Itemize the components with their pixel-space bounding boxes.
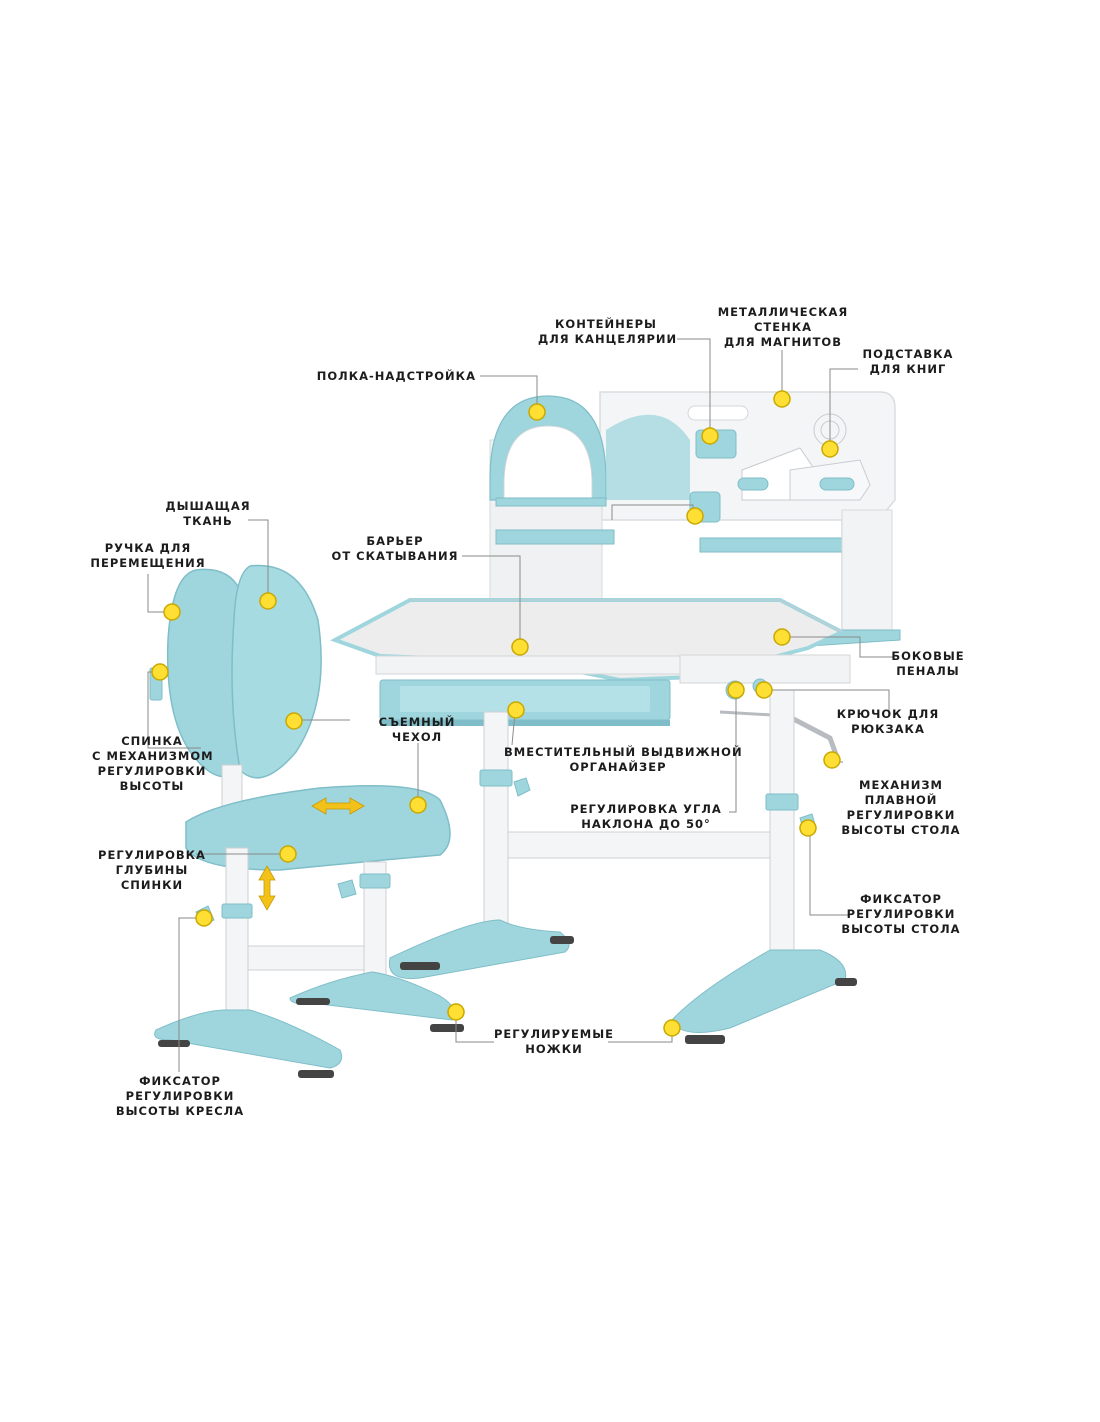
- chair-column-left: [225, 847, 249, 1029]
- marker-backrest: [285, 712, 303, 730]
- marker-side-cases: [773, 628, 791, 646]
- marker-breathable: [259, 592, 277, 610]
- label-crank: МЕХАНИЗМ ПЛАВНОЙ РЕГУЛИРОВКИ ВЫСОТЫ СТОЛ…: [841, 778, 961, 837]
- label-side-cases: БОКОВЫЕ ПЕНАЛЫ: [891, 649, 965, 678]
- label-legs: РЕГУЛИРУЕМЫЕ НОЖКИ: [494, 1027, 615, 1056]
- marker-crank: [823, 751, 841, 769]
- marker-chair-lock: [195, 909, 213, 927]
- label-tilt: РЕГУЛИРОВКА УГЛА НАКЛОНА ДО 50°: [570, 802, 722, 831]
- label-depth: РЕГУЛИРОВКА ГЛУБИНЫ СПИНКИ: [98, 848, 206, 892]
- marker-containers: [701, 427, 719, 445]
- chair-back-right: [231, 564, 322, 779]
- marker-desk-lock: [799, 819, 817, 837]
- label-shelf: ПОЛКА-НАДСТРОЙКА: [316, 369, 476, 383]
- marker-legs-desk: [663, 1019, 681, 1037]
- desk-leg-right: [769, 689, 795, 951]
- label-chair-lock: ФИКСАТОР РЕГУЛИРОВКИ ВЫСОТЫ КРЕСЛА: [115, 1074, 245, 1118]
- marker-tilt: [727, 681, 745, 699]
- marker-legs-chair: [447, 1003, 465, 1021]
- label-organizer: ВМЕСТИТЕЛЬНЫЙ ВЫДВИЖНОЙ ОРГАНАЙЗЕР: [504, 745, 743, 774]
- label-containers: КОНТЕЙНЕРЫ ДЛЯ КАНЦЕЛЯРИИ: [538, 317, 678, 346]
- desk-leg-left: [483, 711, 509, 928]
- marker-metal-wall: [773, 390, 791, 408]
- marker-book-stand: [821, 440, 839, 458]
- chair-seat: [185, 785, 451, 871]
- marker-depth: [279, 845, 297, 863]
- label-book-stand: ПОДСТАВКА ДЛЯ КНИГ: [862, 347, 954, 376]
- chair-foot-left: [154, 1009, 343, 1069]
- marker-hook: [755, 681, 773, 699]
- chair-foot-right: [289, 971, 455, 1021]
- marker-handle-2: [151, 663, 169, 681]
- label-desk-lock: ФИКСАТОР РЕГУЛИРОВКИ ВЫСОТЫ СТОЛА: [841, 892, 961, 936]
- leader-lines: [147, 338, 893, 1072]
- desk: [330, 391, 901, 1044]
- label-metal-wall: МЕТАЛЛИЧЕСКАЯ СТЕНКА ДЛЯ МАГНИТОВ: [717, 305, 849, 349]
- marker-barrier: [511, 638, 529, 656]
- label-backrest: СПИНКА С МЕХАНИЗМОМ РЕГУЛИРОВКИ ВЫСОТЫ: [92, 734, 214, 793]
- label-barrier: БАРЬЕР ОТ СКАТЫВАНИЯ: [331, 534, 459, 563]
- marker-handle: [163, 603, 181, 621]
- marker-shelf: [528, 403, 546, 421]
- desk-foot-right: [671, 949, 847, 1033]
- label-breathable: ДЫШАЩАЯ ТКАНЬ: [165, 499, 251, 528]
- label-handle: РУЧКА ДЛЯ ПЕРЕМЕЩЕНИЯ: [90, 541, 206, 570]
- label-cover: СЪЕМНЫЙ ЧЕХОЛ: [378, 715, 456, 744]
- label-hook: КРЮЧОК ДЛЯ РЮКЗАКА: [836, 707, 940, 736]
- chair: [149, 564, 464, 1078]
- marker-container-2: [686, 507, 704, 525]
- marker-organizer: [507, 701, 525, 719]
- marker-cover: [409, 796, 427, 814]
- markers: [151, 390, 841, 1037]
